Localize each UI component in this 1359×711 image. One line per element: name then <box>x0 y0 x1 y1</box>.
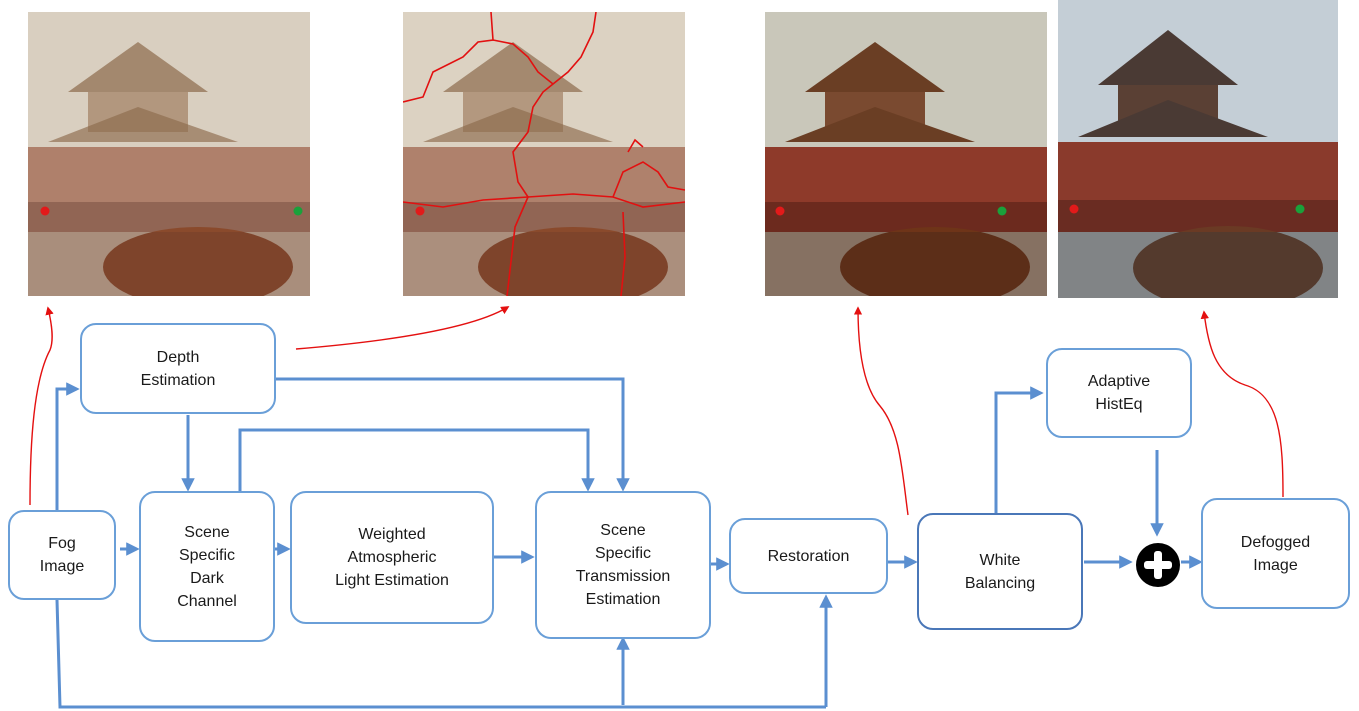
arrow-white-balancing-to-histeq <box>994 386 1044 513</box>
flow-arrows <box>55 377 1203 709</box>
restoration-node[interactable]: Restoration <box>729 518 888 594</box>
white-balancing-node[interactable]: White Balancing <box>917 513 1083 630</box>
plus-circle-icon <box>1136 543 1180 587</box>
fog-photo-svg <box>28 12 310 296</box>
depth-estimation-node[interactable]: Depth Estimation <box>80 323 276 414</box>
transmission-node[interactable]: Scene Specific Transmission Estimation <box>535 491 711 639</box>
arrow-defogged-to-photo <box>1200 310 1284 498</box>
defogged-image-node[interactable]: Defogged Image <box>1201 498 1350 609</box>
arrow-fog-to-depth <box>55 382 80 510</box>
restored-photo-svg <box>765 12 1047 296</box>
arrow-restoration-to-photo <box>853 306 909 516</box>
fog-image-photo <box>28 12 310 296</box>
segmentation-boundaries <box>403 12 685 296</box>
bus-fog-bottom <box>55 599 826 709</box>
fog-image-node[interactable]: Fog Image <box>8 510 116 600</box>
feedback-arrows <box>29 306 1284 516</box>
arrow-depth-to-transmission <box>276 377 630 492</box>
atmospheric-light-node[interactable]: Weighted Atmospheric Light Estimation <box>290 491 494 624</box>
arrow-depth-to-photo <box>295 306 510 350</box>
restored-photo <box>765 12 1047 296</box>
arrow-dark-channel-to-transmission <box>238 428 595 492</box>
defogged-photo-svg <box>1058 0 1338 298</box>
arrow-fog-to-photo <box>29 306 54 506</box>
dark-channel-node[interactable]: Scene Specific Dark Channel <box>139 491 275 642</box>
depth-photo-svg <box>403 12 685 296</box>
defogged-photo <box>1058 0 1338 298</box>
adaptive-histeq-node[interactable]: Adaptive HistEq <box>1046 348 1192 438</box>
depth-segmentation-photo <box>403 12 685 296</box>
